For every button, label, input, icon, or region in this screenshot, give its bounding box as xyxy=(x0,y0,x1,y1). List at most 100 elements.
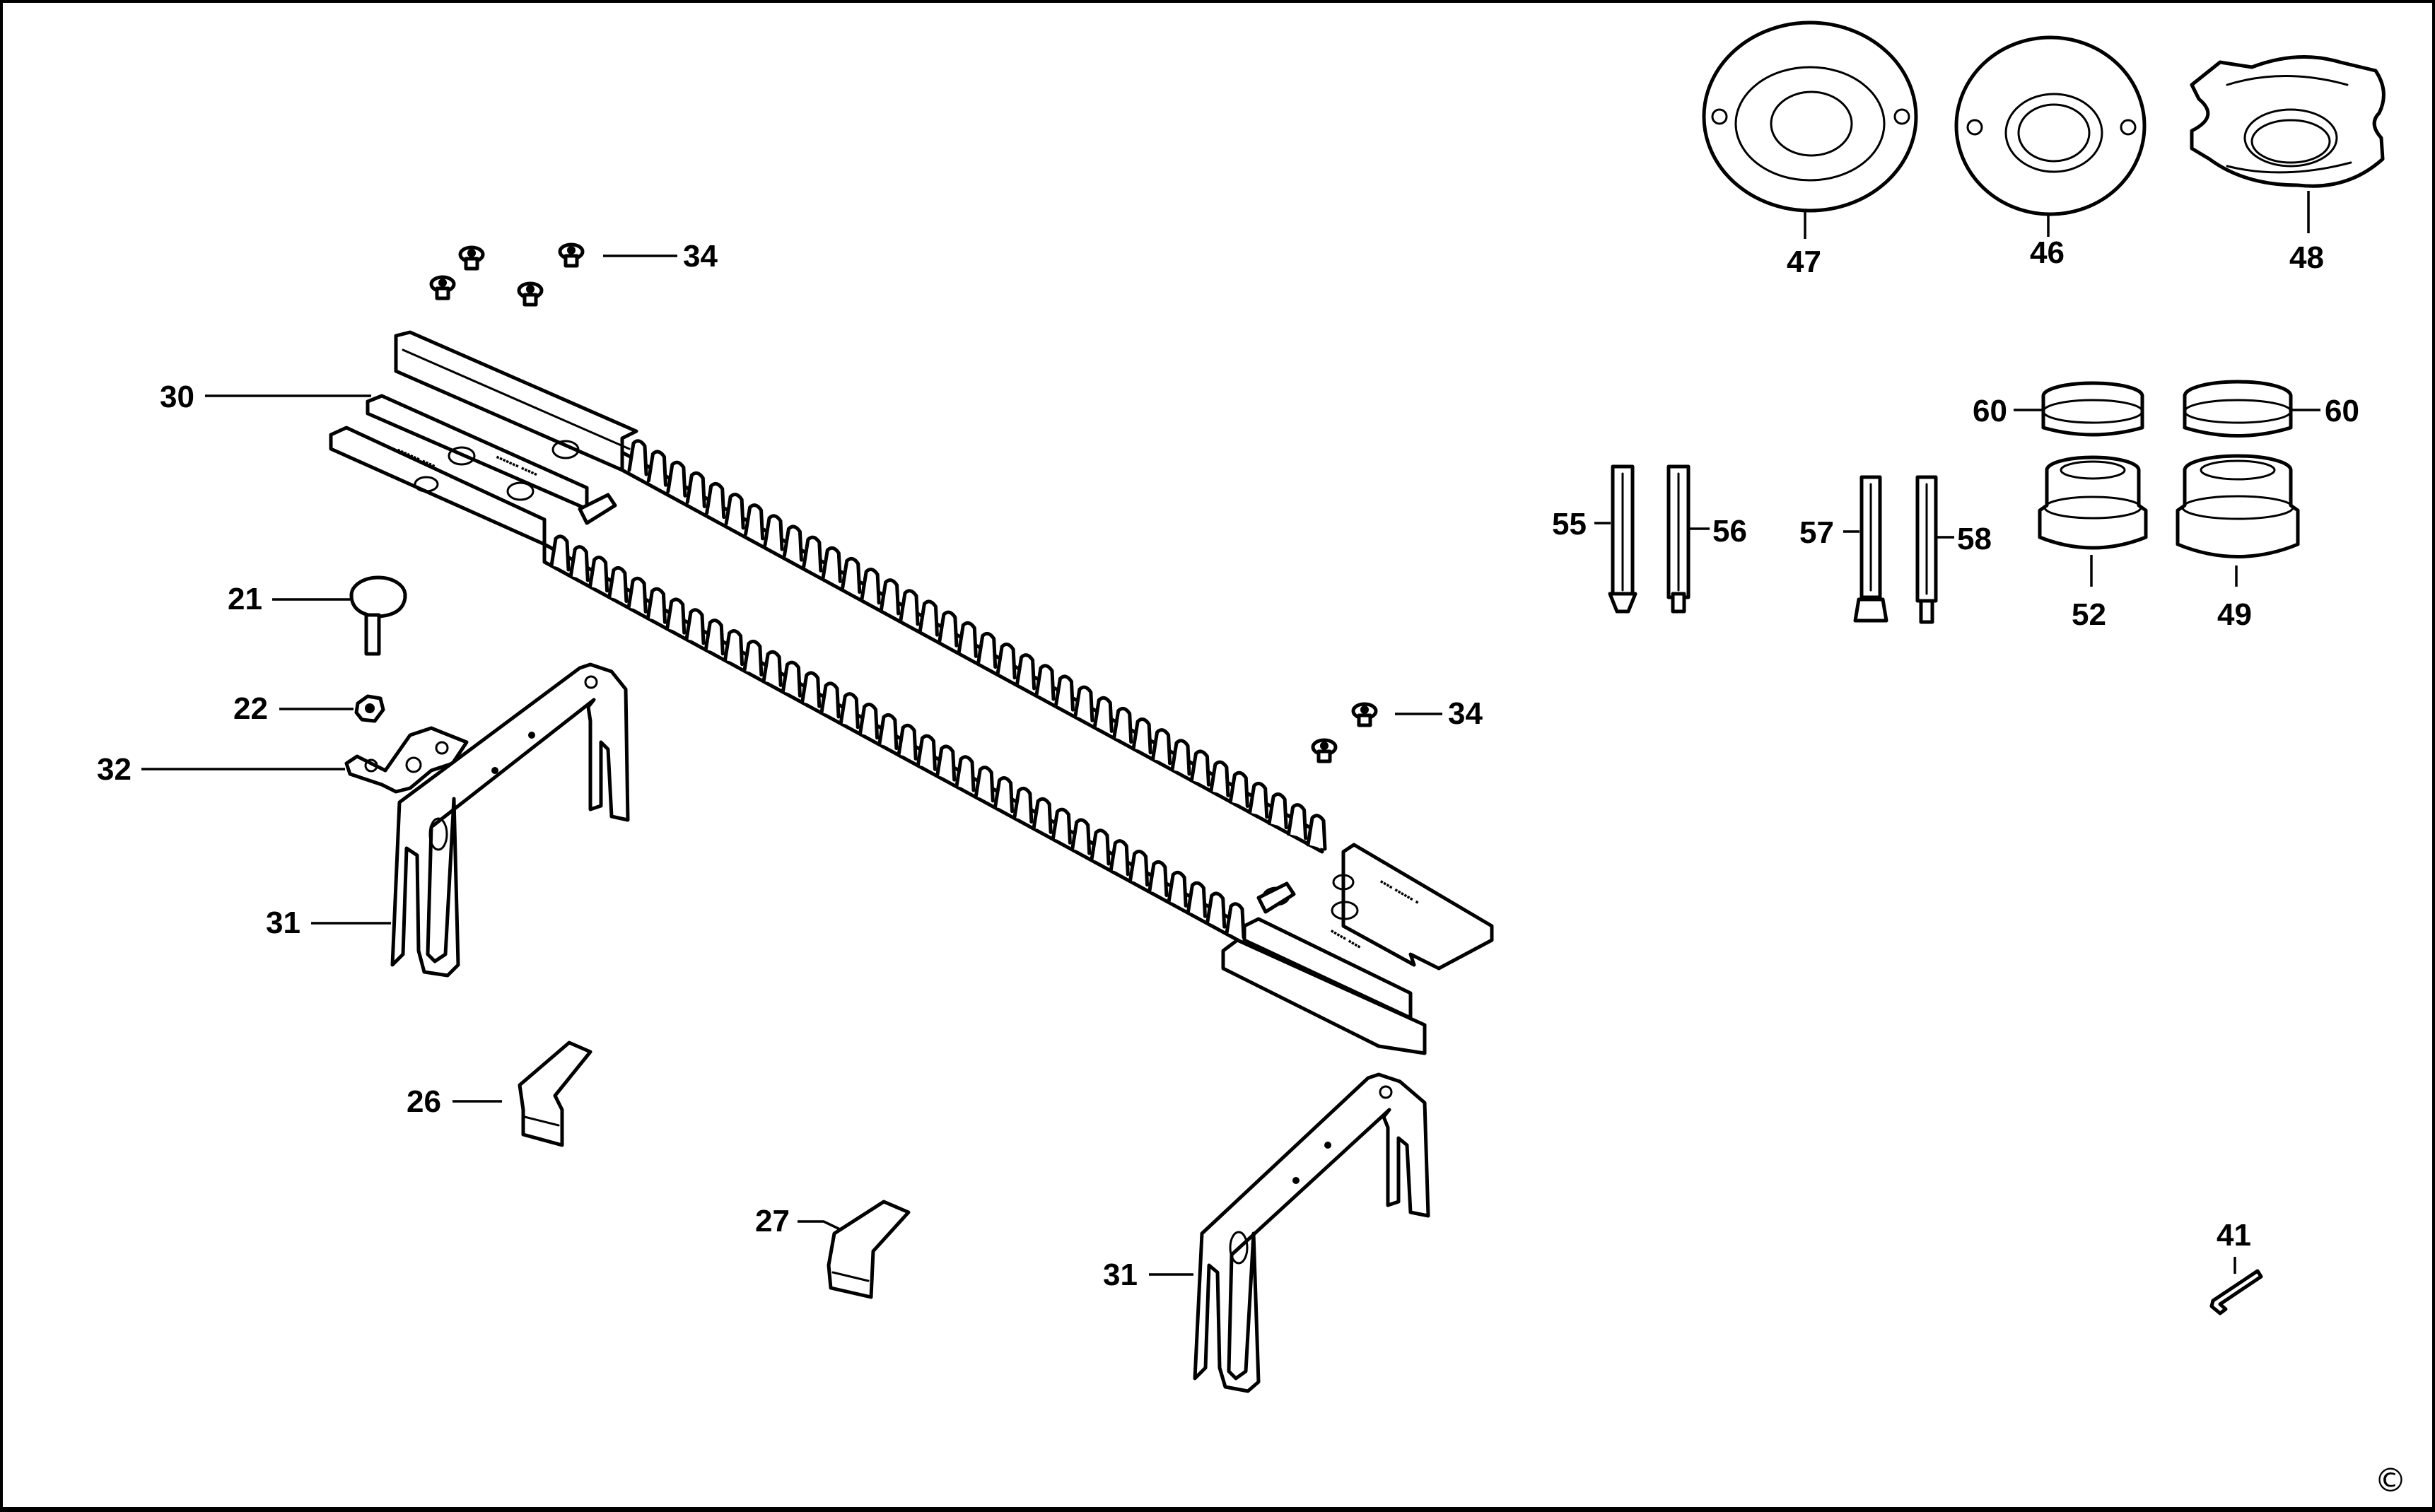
label-31-left: 31 xyxy=(266,906,300,940)
template-tail-finger xyxy=(1090,828,1111,866)
template-tail-finger xyxy=(1205,891,1227,929)
template-tail-finger xyxy=(897,723,918,761)
part-31-leg-left xyxy=(311,662,630,978)
label-31-right: 31 xyxy=(1103,1258,1138,1292)
template-tail-finger xyxy=(819,681,841,719)
template-tail-finger xyxy=(588,556,609,593)
part-47-base-plate xyxy=(1702,20,1918,239)
template-tail-finger xyxy=(703,619,725,656)
template-tail-finger xyxy=(684,608,706,645)
template-tail-finger xyxy=(1032,797,1053,834)
label-58: 58 xyxy=(1957,522,1992,556)
label-57: 57 xyxy=(1799,515,1834,550)
template-pin-finger xyxy=(880,578,901,616)
template-tail-finger xyxy=(781,660,802,698)
part-41-hex-key xyxy=(2209,1257,2263,1315)
template-tail-finger xyxy=(839,692,860,729)
template-tail-finger xyxy=(607,565,629,604)
template-pin-finger xyxy=(1053,674,1075,712)
part-34-screws-top xyxy=(429,242,677,307)
label-21: 21 xyxy=(228,582,262,616)
template-pin-finger xyxy=(1170,739,1191,776)
part-21-knob xyxy=(272,575,407,656)
part-32-bracket xyxy=(141,726,469,794)
template-tail-finger xyxy=(1109,839,1130,877)
template-tail-finger xyxy=(858,703,880,740)
template-pin-finger xyxy=(646,450,667,487)
part-56-router-bit xyxy=(1666,464,1710,614)
label-34-right: 34 xyxy=(1448,696,1483,731)
template-tail-finger xyxy=(568,545,590,582)
template-pin-finger xyxy=(899,589,920,626)
part-49-guide-bushing xyxy=(2176,454,2300,587)
template-pin-finger xyxy=(1267,792,1288,830)
template-tail-finger xyxy=(626,576,648,614)
template-tail-finger xyxy=(549,534,571,572)
template-pin-finger xyxy=(763,514,784,551)
template-pin-finger xyxy=(685,471,706,508)
template-pin-finger xyxy=(995,643,1017,680)
label-41: 41 xyxy=(2217,1218,2251,1253)
template-pin-finger xyxy=(1092,696,1114,733)
template-tail-finger xyxy=(974,766,995,803)
template-pin-finger xyxy=(841,556,862,594)
template-pin-finger xyxy=(1151,728,1172,766)
part-number-labels: 21 22 26 27 30 31 31 32 34 34 41 46 47 4… xyxy=(97,235,2359,1292)
part-60-ring-right xyxy=(2183,380,2320,438)
template-tail-finger xyxy=(1225,902,1246,939)
template-pin-finger xyxy=(1073,685,1094,722)
template-tail-finger xyxy=(954,755,976,792)
label-47: 47 xyxy=(1787,245,1821,279)
template-tail-finger xyxy=(761,650,783,687)
part-30-dovetail-template: ▪▪▪▪▪▪▪ ▪▪▪▪ ▪▪▪▪▪▪▪ ▪▪▪▪▪ ▪▪▪▪ ▪▪▪▪▪▪ ▪… xyxy=(205,330,1494,1055)
part-57-router-bit xyxy=(1843,475,1888,623)
template-pin-finger xyxy=(666,460,687,498)
template-pin-finger xyxy=(1034,664,1056,701)
label-32: 32 xyxy=(97,752,132,787)
template-pin-finger xyxy=(1112,706,1133,744)
template-pin-finger xyxy=(1131,717,1152,755)
template-pin-finger xyxy=(782,524,803,562)
label-48: 48 xyxy=(2289,240,2324,275)
label-52: 52 xyxy=(2072,597,2106,632)
template-tail-finger xyxy=(1186,881,1207,918)
template-pin-finger xyxy=(821,546,842,583)
template-tail-finger xyxy=(1070,818,1092,855)
label-49: 49 xyxy=(2217,597,2252,632)
template-pin-finger xyxy=(938,610,959,647)
part-46-guide-plate xyxy=(1954,35,2147,237)
template-tail-finger xyxy=(800,671,822,708)
template-tail-finger xyxy=(1012,786,1034,824)
template-tail-finger xyxy=(1167,870,1188,908)
template-pin-finger xyxy=(1209,760,1230,797)
part-26-clip xyxy=(452,1041,592,1147)
label-56: 56 xyxy=(1712,514,1747,549)
template-tail-finger xyxy=(877,713,899,751)
template-tail-finger xyxy=(916,734,937,771)
part-34-screws-right xyxy=(1311,702,1442,763)
template-tail-finger xyxy=(1051,807,1072,845)
template-pin-finger xyxy=(627,439,648,476)
template-pin-finger xyxy=(1228,770,1249,808)
label-30: 30 xyxy=(160,380,194,414)
template-pin-finger xyxy=(918,599,939,637)
part-31-leg-right xyxy=(1149,1072,1430,1393)
part-55-router-bit xyxy=(1594,464,1637,614)
part-22-nut xyxy=(279,694,385,723)
template-tail-finger xyxy=(646,587,667,624)
label-27: 27 xyxy=(755,1204,790,1238)
template-pin-finger xyxy=(705,481,726,520)
template-pin-finger xyxy=(802,535,823,573)
copyright-mark: © xyxy=(2374,1461,2407,1499)
template-pin-finger xyxy=(976,631,998,669)
part-48-sub-base xyxy=(2190,54,2386,233)
template-pin-finger xyxy=(860,568,881,605)
template-tail-finger xyxy=(742,639,764,677)
label-34-top: 34 xyxy=(683,239,718,274)
part-60-ring-left xyxy=(2014,381,2144,437)
template-pin-finger xyxy=(1306,814,1327,851)
template-tail-finger xyxy=(665,597,687,635)
template-pin-finger xyxy=(724,493,745,530)
label-60-right: 60 xyxy=(2325,394,2359,428)
